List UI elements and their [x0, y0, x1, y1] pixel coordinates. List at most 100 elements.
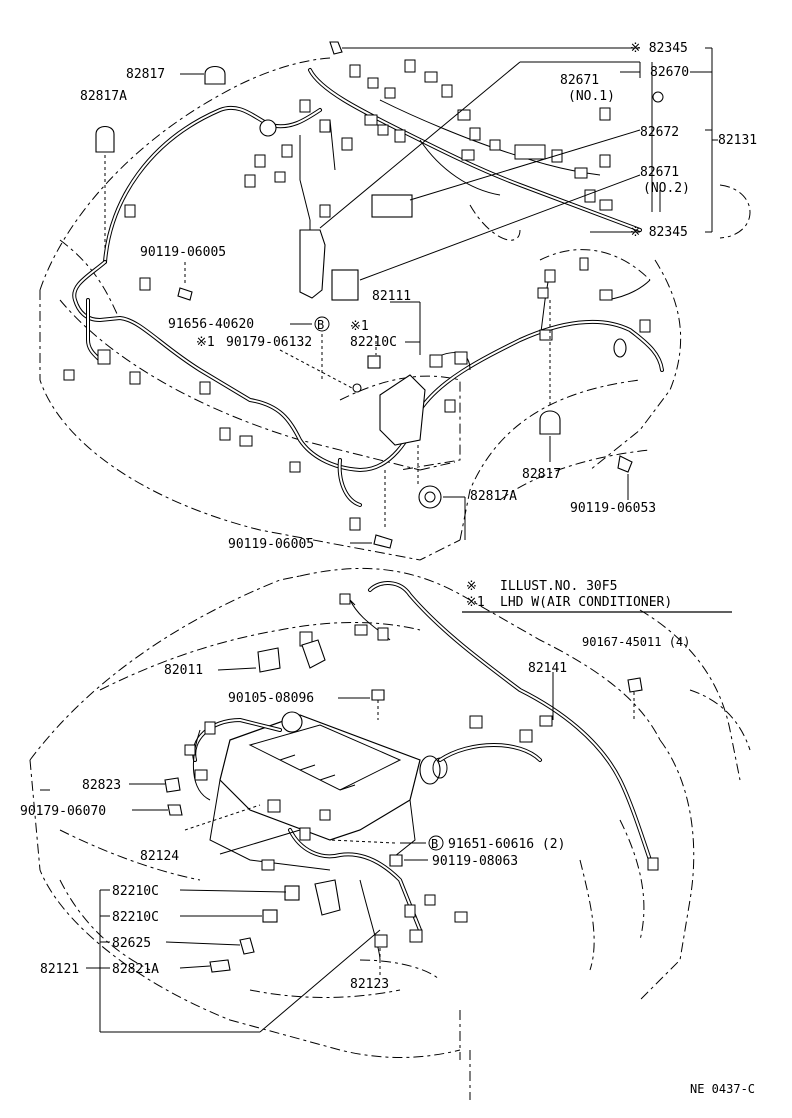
label-82124: 82124 — [140, 849, 179, 864]
connector — [289, 461, 301, 473]
label-90119-06005-lower: 90119-06005 — [228, 537, 314, 552]
fuse-block-82111 — [379, 374, 426, 446]
connector-82210C-c — [262, 909, 278, 923]
connector — [429, 354, 443, 368]
label-91656-40620: 91656-40620 — [168, 317, 254, 332]
label-82123: 82123 — [350, 977, 389, 992]
junction-82011 — [257, 647, 281, 673]
connector — [97, 349, 111, 365]
connector — [139, 277, 151, 291]
connector — [469, 715, 483, 729]
label-90179-06132: 90179-06132 — [226, 335, 312, 350]
top-connectors — [63, 59, 664, 531]
bottom-connectors — [184, 593, 659, 948]
connector — [539, 715, 553, 727]
marker-b-icon — [314, 316, 330, 332]
label-82345-bottom: ※ 82345 — [630, 225, 688, 240]
clip-82345 — [329, 41, 343, 55]
clip-82625 — [239, 937, 255, 955]
note-symbol-2: ※1 — [466, 595, 485, 610]
label-82670: 82670 — [650, 65, 689, 80]
connector — [281, 144, 293, 158]
connector — [461, 149, 475, 161]
connector — [469, 127, 481, 141]
connector — [457, 109, 471, 121]
connector — [194, 769, 208, 781]
label-82210C-mark: ※1 — [350, 319, 369, 334]
relay-block — [514, 144, 546, 160]
connector — [489, 139, 501, 151]
front-body-outline — [39, 57, 751, 561]
bolt-90105-08096 — [371, 689, 385, 701]
connector — [63, 369, 75, 381]
connector — [639, 319, 651, 333]
label-82141: 82141 — [528, 661, 567, 676]
connector — [544, 269, 556, 283]
connector — [444, 399, 456, 413]
label-82345-top: ※ 82345 — [630, 41, 688, 56]
label-82625: 82625 — [112, 936, 151, 951]
connector — [454, 911, 468, 923]
label-82671-no1-sub: (NO.1) — [568, 89, 615, 104]
bracket-82671 — [299, 229, 326, 299]
connector — [354, 624, 368, 636]
label-82817A-lower: 82817A — [470, 489, 517, 504]
label-82121: 82121 — [40, 962, 79, 977]
connector — [349, 64, 361, 78]
top-part-labels: 82817 82817A ※ 82345 82671 (NO.1) 82670 … — [80, 41, 757, 552]
connector — [261, 859, 275, 871]
label-82210C-c: 82210C — [112, 910, 159, 925]
label-82671-no1: 82671 — [560, 73, 599, 88]
connector — [454, 351, 468, 365]
top-leaders — [104, 47, 718, 544]
diagram-code: NE 0437-C — [690, 1082, 755, 1096]
note-symbol-1: ※ — [466, 579, 477, 594]
label-82111: 82111 — [372, 289, 411, 304]
label-90119-08063: 90119-08063 — [432, 854, 518, 869]
marker-b-icon — [428, 835, 444, 851]
connector — [364, 114, 378, 126]
connector — [599, 154, 611, 168]
clamp-82817A-lower — [418, 485, 442, 509]
connector — [244, 174, 256, 188]
bottom-leaders — [40, 667, 635, 1033]
grommet — [259, 119, 277, 137]
bottom-parts — [164, 639, 643, 973]
connector — [584, 189, 596, 203]
clip-82821A — [209, 959, 231, 973]
connector — [349, 517, 361, 531]
connector — [424, 71, 438, 83]
relay-82672 — [331, 269, 359, 301]
label-82131: 82131 — [718, 133, 757, 148]
connector — [319, 809, 331, 821]
connector — [599, 199, 613, 211]
nut-90179-06070 — [167, 804, 183, 816]
label-90105-08096: 90105-08096 — [228, 691, 314, 706]
connector — [239, 435, 253, 447]
note-text-2: LHD W(AIR CONDITIONER) — [500, 595, 672, 610]
connector — [374, 934, 388, 948]
connector — [599, 289, 613, 301]
connector — [299, 827, 311, 841]
connector — [129, 371, 141, 385]
clamp-82817 — [204, 65, 226, 85]
label-82671-no2: 82671 — [640, 165, 679, 180]
connector — [551, 149, 563, 163]
connector — [341, 137, 353, 151]
bolt-90119-06005 — [177, 287, 193, 301]
label-90179-06132-mark: ※1 — [196, 335, 215, 350]
label-82210C-top: 82210C — [350, 335, 397, 350]
bolt-90119-08063 — [389, 854, 403, 867]
connector — [537, 287, 549, 299]
connector — [184, 744, 196, 756]
marker-b-text: B — [431, 837, 438, 851]
label-82817: 82817 — [126, 67, 165, 82]
top-parts — [95, 41, 633, 549]
label-82672: 82672 — [640, 125, 679, 140]
notes-legend: ※ ILLUST.NO. 30F5 ※1 LHD W(AIR CONDITION… — [462, 579, 732, 613]
connector — [339, 593, 351, 605]
label-82210C-b: 82210C — [112, 884, 159, 899]
connector — [377, 124, 389, 136]
connector — [404, 59, 416, 73]
